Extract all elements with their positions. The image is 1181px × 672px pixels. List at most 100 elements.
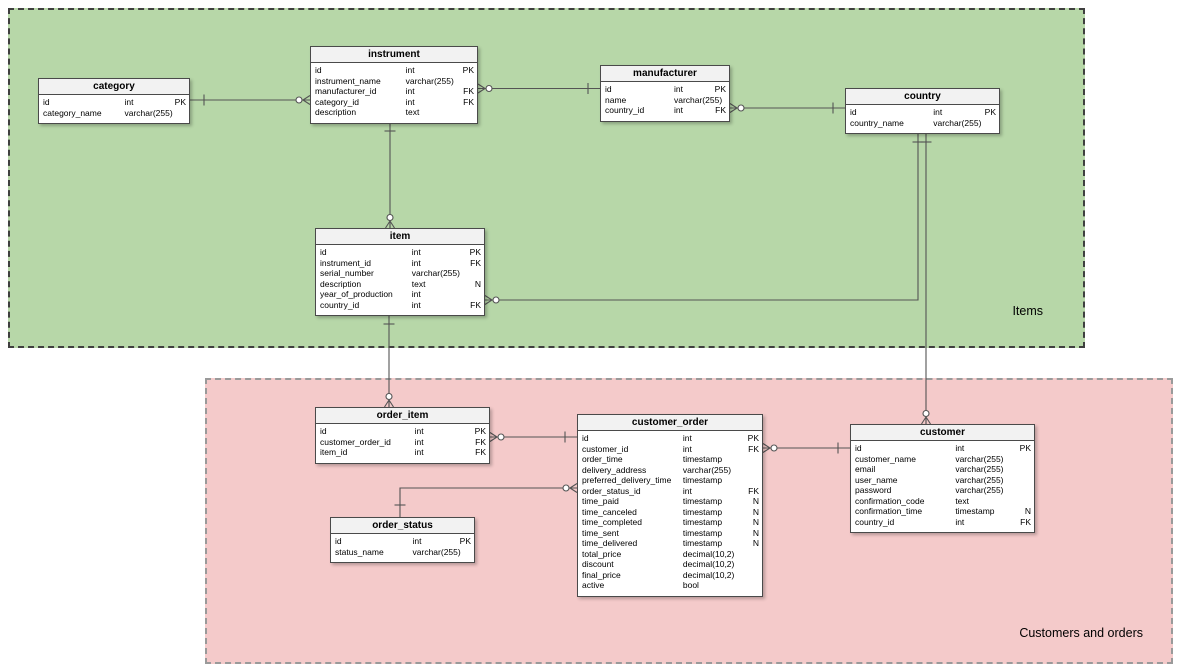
column-flag: PK [474, 426, 486, 436]
column-row: preferred_delivery_time timestamp [582, 475, 759, 486]
column-type: int [414, 447, 424, 457]
column-type: varchar(255) [124, 107, 173, 118]
column-type: int [682, 433, 692, 443]
column-type: int [124, 97, 134, 107]
column-type: int [955, 443, 965, 453]
column-flag [1016, 485, 1031, 496]
column-flag: FK [463, 96, 474, 107]
column-type: decimal(10,2) [682, 559, 735, 569]
column-flag: N [752, 517, 759, 527]
column-name: id [850, 107, 857, 117]
column-type: varchar(255) [955, 464, 1004, 474]
column-type: timestamp [682, 517, 723, 527]
column-flag: PK [469, 247, 481, 257]
column-flag: PK [747, 433, 759, 443]
column-name: final_price [582, 569, 621, 580]
column-type: timestamp [955, 506, 995, 516]
column-type: timestamp [682, 475, 723, 485]
column-name: id [320, 247, 327, 257]
column-name: serial_number [320, 268, 374, 278]
column-flag: N [752, 527, 759, 538]
column-row: user_name varchar(255) [855, 475, 1031, 486]
entity-customer-order-title: customer_order [578, 415, 762, 431]
column-name: id [605, 84, 612, 94]
column-name: user_name [855, 474, 898, 485]
region-items-label: Items [1012, 304, 1043, 318]
column-type: decimal(10,2) [682, 569, 735, 580]
column-flag [744, 475, 759, 486]
entity-country-title: country [846, 89, 999, 105]
column-flag [461, 547, 476, 558]
column-name: country_name [850, 117, 904, 128]
column-name: id [582, 433, 589, 443]
column-name: time_completed [582, 517, 643, 527]
column-name: order_time [582, 454, 623, 464]
column-flag [1016, 496, 1031, 507]
column-flag [173, 108, 188, 119]
column-name: preferred_delivery_time [582, 475, 672, 485]
column-row: time_completed timestamp N [582, 517, 759, 528]
column-name: id [855, 443, 862, 453]
column-flag [981, 118, 996, 129]
column-name: instrument_name [315, 75, 381, 86]
column-type: int [405, 96, 415, 107]
column-flag [744, 465, 759, 476]
column-name: country_id [605, 105, 645, 115]
column-flag [459, 107, 474, 118]
column-name: delivery_address [582, 464, 647, 475]
entity-manufacturer-title: manufacturer [601, 66, 729, 82]
column-flag: FK [470, 257, 481, 268]
column-name: time_sent [582, 527, 619, 538]
column-type: int [673, 105, 683, 115]
column-type: varchar(255) [673, 94, 723, 105]
column-flag: PK [1019, 443, 1031, 453]
entity-instrument-title: instrument [311, 47, 477, 63]
column-name: status_name [335, 546, 384, 557]
column-flag: FK [748, 485, 759, 496]
column-name: time_canceled [582, 506, 637, 517]
column-flag: PK [462, 65, 474, 75]
column-name: year_of_production [320, 289, 393, 299]
column-type: varchar(255) [955, 474, 1004, 485]
column-type: varchar(255) [955, 485, 1004, 495]
column-name: time_delivered [582, 538, 638, 548]
column-flag [1016, 464, 1031, 475]
column-type: int [411, 289, 421, 299]
entity-order-status-title: order_status [331, 518, 474, 534]
column-name: active [582, 580, 605, 590]
column-type: int [682, 485, 692, 496]
column-flag [466, 289, 481, 300]
column-type: timestamp [682, 454, 723, 464]
column-row: final_price decimal(10,2) [582, 570, 759, 581]
column-type: timestamp [682, 496, 723, 506]
column-name: confirmation_time [855, 506, 923, 516]
column-type: int [933, 107, 943, 117]
column-flag: PK [459, 536, 471, 546]
